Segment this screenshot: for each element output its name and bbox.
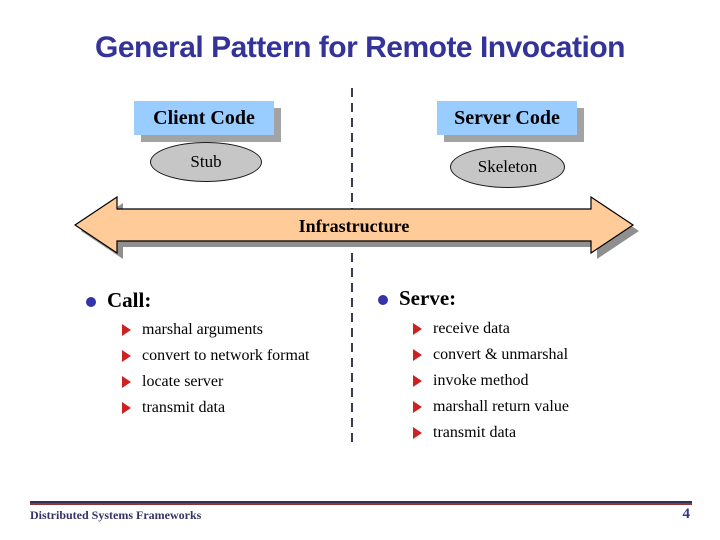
stub-ellipse: Stub bbox=[150, 142, 262, 182]
list-item-label: transmit data bbox=[142, 399, 226, 416]
infrastructure-label: Infrastructure bbox=[298, 216, 410, 236]
list-item: locate server bbox=[122, 369, 310, 395]
serve-list: receive data convert & unmarshal invoke … bbox=[413, 316, 569, 446]
skeleton-ellipse: Skeleton bbox=[450, 146, 565, 188]
arrow-bullet-icon bbox=[122, 350, 131, 362]
arrow-bullet-icon bbox=[122, 324, 131, 336]
list-item: marshall return value bbox=[413, 394, 569, 420]
list-item-label: invoke method bbox=[433, 372, 529, 389]
serve-heading: Serve: bbox=[399, 286, 457, 310]
arrow-bullet-icon bbox=[413, 427, 422, 439]
page-number: 4 bbox=[682, 506, 691, 522]
list-item: invoke method bbox=[413, 368, 569, 394]
list-item-label: convert & unmarshal bbox=[433, 346, 569, 363]
list-item-label: marshal arguments bbox=[142, 321, 264, 338]
arrow-bullet-icon bbox=[413, 349, 422, 361]
skeleton-label: Skeleton bbox=[477, 157, 538, 176]
call-list: marshal arguments convert to network for… bbox=[122, 317, 310, 421]
client-code-box: Client Code bbox=[134, 101, 274, 135]
list-item: transmit data bbox=[122, 395, 310, 421]
list-item-label: locate server bbox=[142, 373, 224, 390]
arrow-bullet-icon bbox=[413, 401, 422, 413]
arrow-bullet-icon bbox=[122, 376, 131, 388]
server-code-box: Server Code bbox=[437, 101, 577, 135]
list-item: receive data bbox=[413, 316, 569, 342]
list-item: convert & unmarshal bbox=[413, 342, 569, 368]
list-item-label: receive data bbox=[433, 320, 510, 337]
list-item-label: marshall return value bbox=[433, 398, 569, 415]
arrow-bullet-icon bbox=[122, 402, 131, 414]
list-item: convert to network format bbox=[122, 343, 310, 369]
circle-bullet-icon bbox=[86, 297, 96, 307]
infrastructure-arrow bbox=[73, 195, 649, 262]
client-code-label: Client Code bbox=[153, 106, 255, 129]
slide-title: General Pattern for Remote Invocation bbox=[95, 31, 625, 64]
vertical-dashed-divider bbox=[351, 88, 353, 445]
footer-course-title: Distributed Systems Frameworks bbox=[30, 508, 202, 522]
list-item-label: convert to network format bbox=[142, 347, 310, 364]
call-heading: Call: bbox=[107, 288, 152, 312]
server-code-label: Server Code bbox=[454, 106, 560, 129]
list-item: marshal arguments bbox=[122, 317, 310, 343]
list-item: transmit data bbox=[413, 420, 569, 446]
circle-bullet-icon bbox=[378, 295, 388, 305]
stub-label: Stub bbox=[190, 152, 222, 171]
arrow-bullet-icon bbox=[413, 375, 422, 387]
double-arrow-icon bbox=[73, 195, 639, 259]
arrow-bullet-icon bbox=[413, 323, 422, 335]
footer-rule bbox=[30, 501, 692, 505]
list-item-label: transmit data bbox=[433, 424, 517, 441]
